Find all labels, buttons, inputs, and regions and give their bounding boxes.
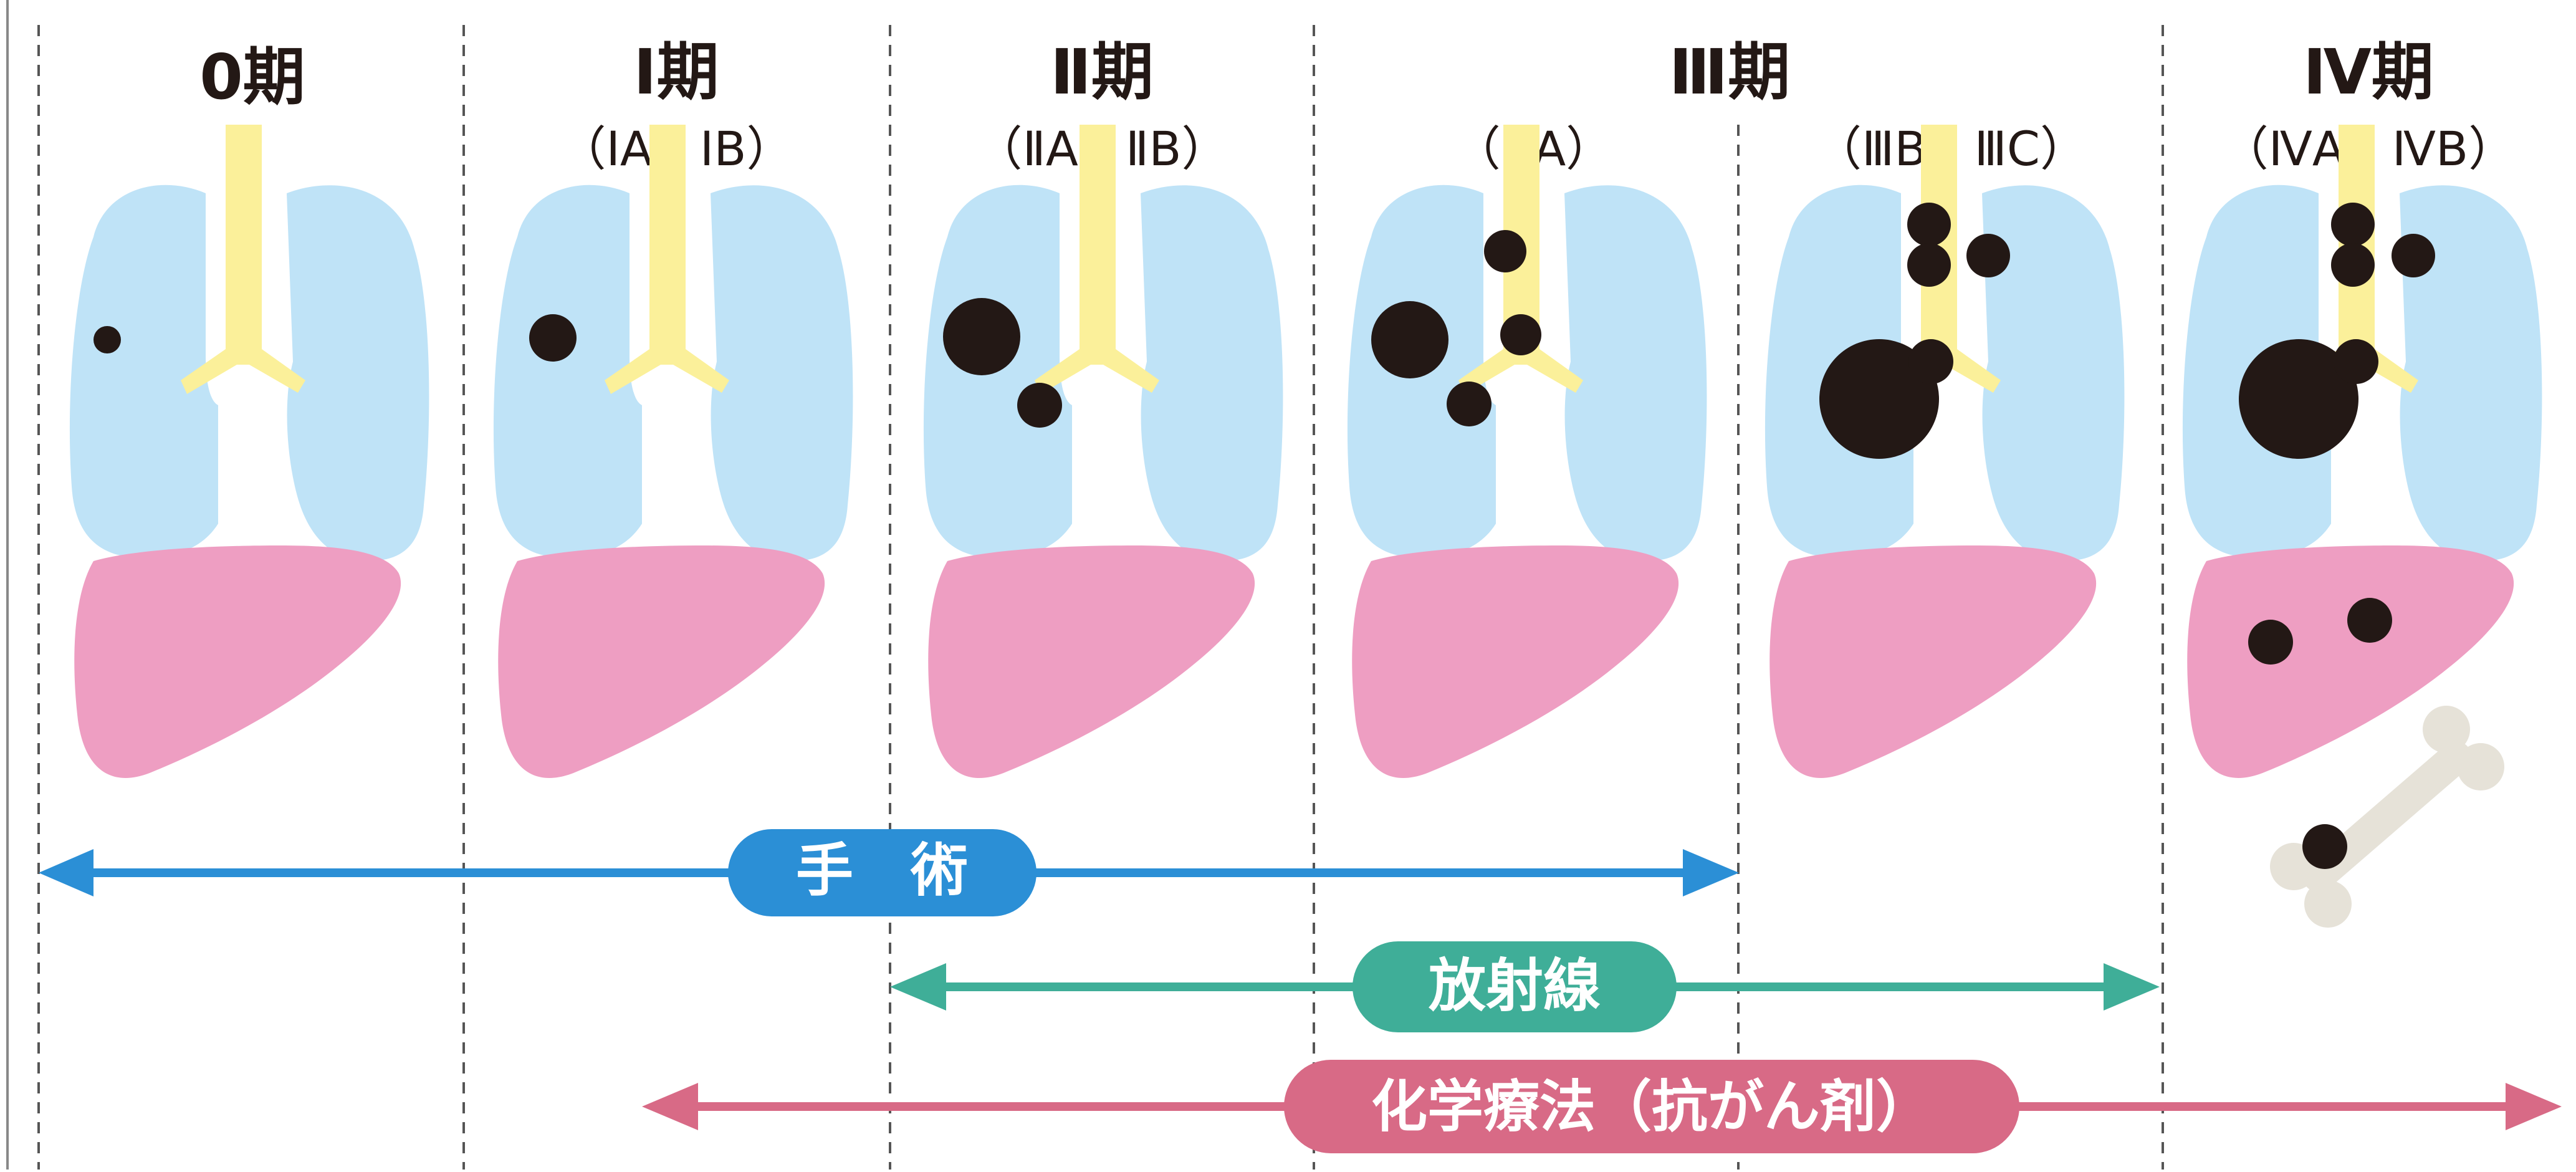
stage-dividers <box>37 25 2164 1170</box>
tumor-s3a-2 <box>1484 230 1526 272</box>
tumor-s3bc-4 <box>1907 243 1951 287</box>
tumor-s4-3 <box>2331 203 2375 246</box>
tumor-s3bc-3 <box>1907 203 1951 246</box>
organs-stage-3a <box>1347 125 1707 779</box>
stage-headings: 0期 Ⅰ期 Ⅱ期 Ⅲ期 Ⅳ期 <box>199 36 2434 113</box>
radiation-range: 放射線 <box>890 941 2160 1032</box>
tumor-s3bc-5 <box>1966 234 2010 277</box>
tumor-s0-1 <box>93 326 121 353</box>
tumor-s4-4 <box>2331 243 2375 287</box>
chemo-range: 化学療法（抗がん剤） <box>642 1060 2562 1153</box>
stage-2-title: Ⅱ期 <box>1050 36 1154 108</box>
surgery-arrow-right <box>1683 849 1739 896</box>
tumor-s4-liver-1 <box>2248 620 2293 665</box>
tumor-s4-liver-2 <box>2347 598 2392 643</box>
tumor-s2-2 <box>1017 383 1062 428</box>
tumor-s3bc-1 <box>1819 339 1939 459</box>
stage-1-title: Ⅰ期 <box>633 36 719 108</box>
tumor-s3a-3 <box>1500 314 1541 355</box>
radiation-arrow-left <box>890 963 946 1011</box>
tumor-s4-bone <box>2302 824 2347 869</box>
radiation-arrow-right <box>2104 963 2160 1011</box>
surgery-label: 手 術 <box>796 837 968 904</box>
stage-4-title: Ⅳ期 <box>2303 36 2434 108</box>
chemo-arrow-right <box>2506 1083 2562 1130</box>
tumor-s4-1 <box>2239 339 2358 459</box>
surgery-range: 手 術 <box>39 829 1739 916</box>
tumor-s3a-4 <box>1447 382 1491 426</box>
tumor-s2-1 <box>943 298 1020 375</box>
tumor-s3bc-2 <box>1908 339 1953 384</box>
tumor-s3a-1 <box>1371 301 1448 378</box>
organs-stage-1 <box>493 125 853 779</box>
organs-stage-0 <box>69 125 429 779</box>
chemo-label: 化学療法（抗がん剤） <box>1371 1074 1932 1140</box>
tumor-s1-1 <box>529 314 577 362</box>
tumor-s4-2 <box>2334 339 2378 384</box>
tumor-s4-5 <box>2392 234 2435 277</box>
chemo-arrow-left <box>642 1083 698 1130</box>
surgery-label-pill <box>728 829 1037 916</box>
chemo-label-pill <box>1284 1060 2019 1153</box>
radiation-label-pill <box>1353 941 1677 1032</box>
stage-3-title: Ⅲ期 <box>1669 36 1791 108</box>
stage-0-title: 0期 <box>199 41 305 113</box>
surgery-arrow-left <box>39 849 93 896</box>
organs-stage-2 <box>923 125 1283 779</box>
tumors <box>93 203 2435 869</box>
radiation-label: 放射線 <box>1429 953 1601 1019</box>
